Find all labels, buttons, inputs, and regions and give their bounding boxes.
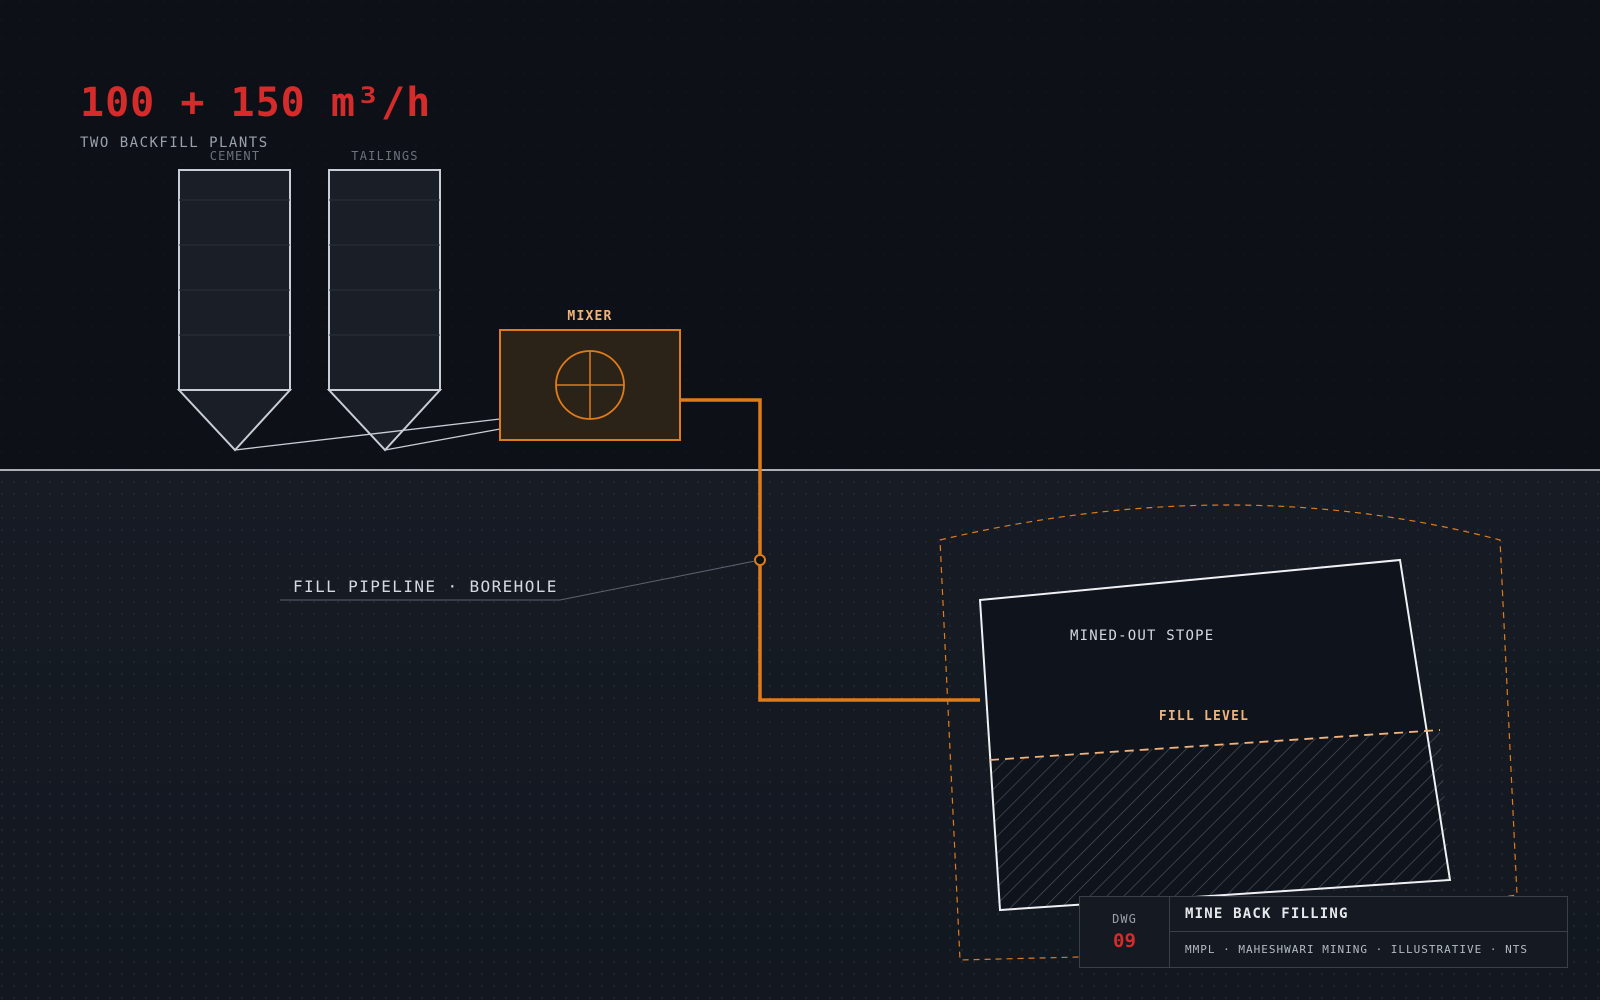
tailings-label: TAILINGS (351, 149, 418, 163)
dwg-number: 09 (1113, 930, 1136, 952)
title-block-info: MINE BACK FILLING MMPL · MAHESHWARI MINI… (1170, 897, 1567, 967)
drawing-meta: MMPL · MAHESHWARI MINING · ILLUSTRATIVE … (1185, 943, 1529, 956)
pipeline-label: FILL PIPELINE · BOREHOLE (293, 577, 558, 596)
backfill-region (990, 730, 1450, 910)
title-block: DWG 09 MINE BACK FILLING MMPL · MAHESHWA… (1079, 896, 1568, 968)
capacity-headline: 100 + 150 m³/h (80, 80, 432, 126)
mixer (499, 329, 681, 441)
stope-outline (978, 558, 1452, 912)
drawing-title: MINE BACK FILLING (1170, 897, 1567, 932)
dwg-label: DWG (1112, 912, 1137, 926)
fill-level-line (989, 729, 1441, 761)
mixer-label: MIXER (567, 309, 612, 324)
pipeline-callout-leader (280, 560, 756, 601)
cement-label: CEMENT (210, 149, 261, 163)
tailings-feed-line (384, 428, 501, 451)
title-block-dwg-cell: DWG 09 (1080, 897, 1170, 967)
stope-envelope (939, 504, 1518, 961)
cement-silo (176, 169, 293, 452)
pipeline-callout-marker (754, 554, 766, 566)
tailings-silo (326, 169, 443, 452)
cement-feed-line (234, 418, 501, 451)
fill-pipeline (680, 398, 980, 702)
stope-label: MINED-OUT STOPE (1070, 628, 1214, 644)
fill-level-label: FILL LEVEL (1159, 709, 1249, 724)
capacity-subhead: TWO BACKFILL PLANTS (80, 135, 269, 151)
